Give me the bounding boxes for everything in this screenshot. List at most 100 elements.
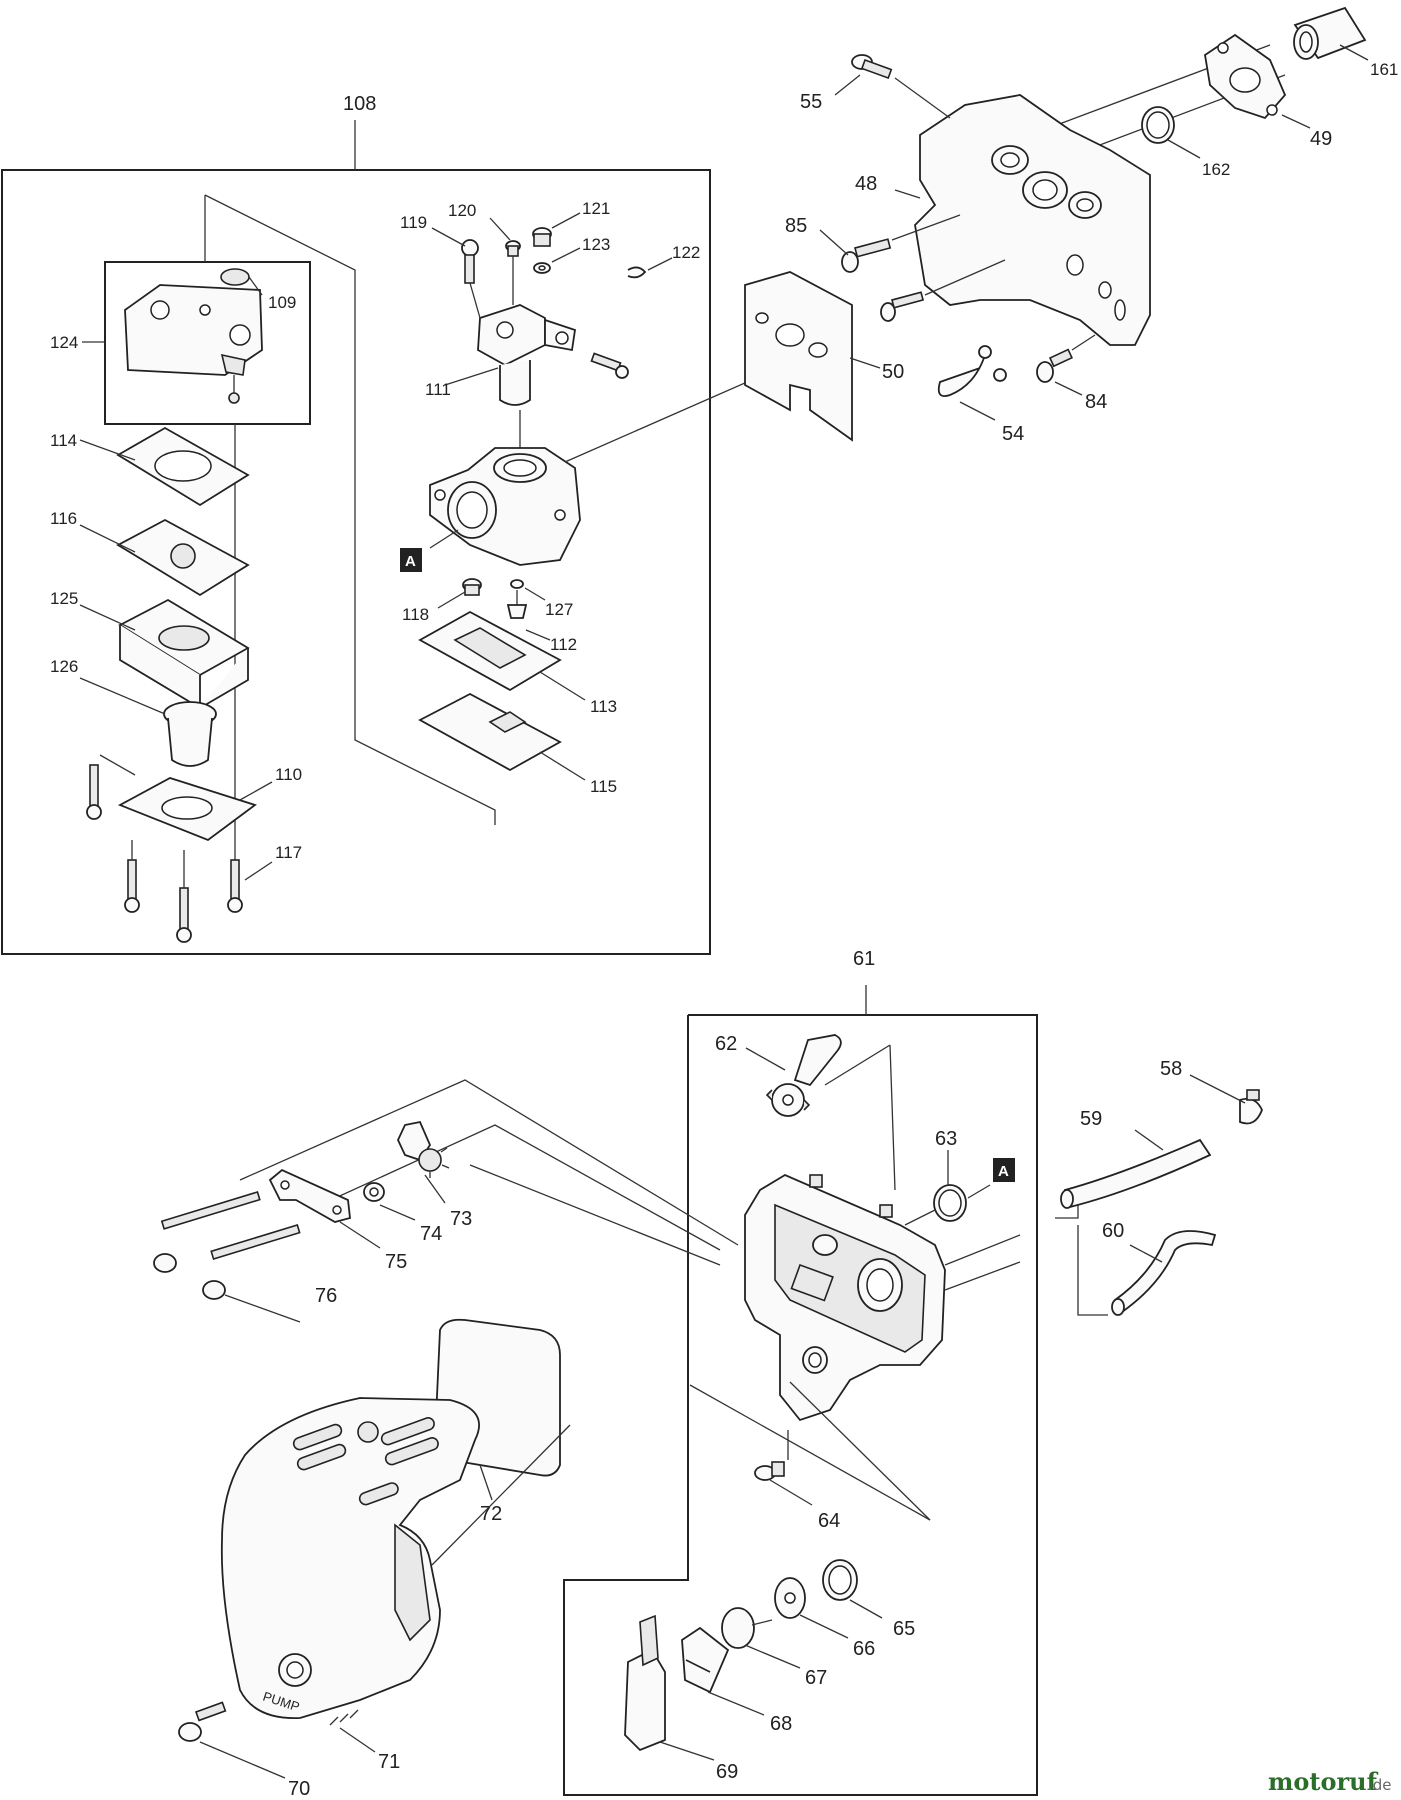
screw-64 — [754, 1461, 785, 1481]
screw-111b — [590, 352, 629, 379]
callout-123: 123 — [582, 235, 610, 254]
callout-70: 70 — [288, 1778, 310, 1800]
callout-69: 69 — [716, 1761, 738, 1783]
choke-lever-62 — [765, 1034, 842, 1117]
callout-55: 55 — [800, 91, 822, 113]
screw-121 — [532, 227, 552, 247]
callout-113: 113 — [590, 697, 617, 716]
screws-117 — [86, 754, 243, 943]
plate-68 — [681, 1626, 730, 1694]
needle-112 — [506, 590, 528, 619]
diaphragm-115 — [418, 692, 562, 772]
callout-49: 49 — [1310, 128, 1332, 150]
callout-124: 124 — [50, 333, 78, 352]
oring-63 — [933, 1184, 967, 1222]
callout-112: 112 — [550, 635, 577, 654]
callout-58: 58 — [1160, 1058, 1182, 1080]
gasket-49 — [1204, 33, 1287, 120]
filter-cup-126 — [163, 701, 217, 767]
cover-71: PUMP — [220, 1397, 480, 1726]
screw-55 — [851, 54, 893, 80]
plate-110 — [117, 777, 257, 842]
callout-116: 116 — [50, 509, 77, 528]
bolt-84 — [1036, 348, 1073, 383]
screw-85b — [880, 291, 925, 322]
callout-74: 74 — [420, 1223, 442, 1245]
group-label-61: 61 — [853, 948, 875, 970]
callout-66: 66 — [853, 1638, 875, 1660]
callout-71: 71 — [378, 1751, 400, 1773]
group-label-108: 108 — [343, 93, 376, 115]
callout-122: 122 — [672, 243, 700, 262]
gasket-113 — [418, 610, 562, 692]
screw-119 — [461, 239, 479, 284]
callout-85: 85 — [785, 215, 807, 237]
callout-60: 60 — [1102, 1220, 1124, 1242]
watermark-logo: motoruf .de — [1268, 1767, 1392, 1796]
callout-64: 64 — [818, 1510, 840, 1532]
callout-62: 62 — [715, 1033, 737, 1055]
callout-119: 119 — [400, 213, 427, 232]
screen-109 — [220, 268, 263, 296]
callout-120: 120 — [448, 201, 476, 220]
washer-74 — [363, 1182, 385, 1202]
callout-84: 84 — [1085, 391, 1107, 413]
sleeve-161 — [1293, 6, 1367, 60]
shutter-66 — [774, 1577, 806, 1619]
callout-50: 50 — [882, 361, 904, 383]
callout-67: 67 — [805, 1667, 827, 1689]
callout-110: 110 — [275, 765, 302, 784]
callout-73: 73 — [450, 1208, 472, 1230]
valve-67 — [721, 1607, 773, 1649]
clamp-54 — [937, 345, 1007, 397]
callout-59: 59 — [1080, 1108, 1102, 1130]
callout-121: 121 — [582, 199, 610, 218]
callout-109: 109 — [268, 293, 296, 312]
cleaner-case — [744, 1173, 946, 1422]
plug-118 — [462, 578, 482, 596]
carburetor-group-box — [1, 169, 711, 955]
screw-85 — [841, 238, 892, 273]
marker-a-carb: A — [400, 548, 422, 572]
callout-63: 63 — [935, 1128, 957, 1150]
hose-60 — [1111, 1230, 1217, 1316]
callout-162: 162 — [1202, 160, 1230, 179]
clip-122 — [627, 266, 647, 279]
oring-65 — [822, 1559, 858, 1601]
cover-69 — [624, 1614, 666, 1752]
callout-72: 72 — [480, 1503, 502, 1525]
washer-123 — [533, 262, 551, 274]
callout-111: 111 — [425, 380, 451, 399]
callout-127: 127 — [545, 600, 573, 619]
callout-114: 114 — [50, 431, 77, 450]
cleaner-group-box — [563, 1014, 1038, 1796]
bolt-long-upper — [153, 1190, 261, 1273]
callout-65: 65 — [893, 1618, 915, 1640]
svg-text:A: A — [405, 553, 416, 570]
lever-111 — [477, 304, 577, 406]
gasket-50 — [744, 271, 853, 442]
sub-box-124 — [104, 261, 311, 425]
insulator-48 — [914, 94, 1151, 346]
callout-117: 117 — [275, 843, 302, 862]
oring-162 — [1141, 106, 1175, 144]
svg-text:.de: .de — [1368, 1776, 1392, 1794]
callout-76: 76 — [315, 1285, 337, 1307]
callout-126: 126 — [50, 657, 78, 676]
bolt-70 — [178, 1701, 227, 1742]
pin-120 — [505, 240, 521, 257]
svg-text:motoruf: motoruf — [1268, 1767, 1379, 1796]
bracket-75 — [268, 1168, 351, 1223]
callout-68: 68 — [770, 1713, 792, 1735]
hose-59 — [1060, 1138, 1212, 1209]
callout-161: 161 — [1370, 60, 1398, 79]
callout-115: 115 — [590, 777, 617, 796]
bolt-76 — [202, 1223, 301, 1300]
carburetor-body — [429, 447, 581, 566]
callout-118: 118 — [402, 605, 429, 624]
callout-54: 54 — [1002, 423, 1024, 445]
pump-cover-124 — [124, 284, 263, 404]
metering-cover-125 — [118, 598, 250, 710]
choke-73 — [397, 1120, 450, 1178]
